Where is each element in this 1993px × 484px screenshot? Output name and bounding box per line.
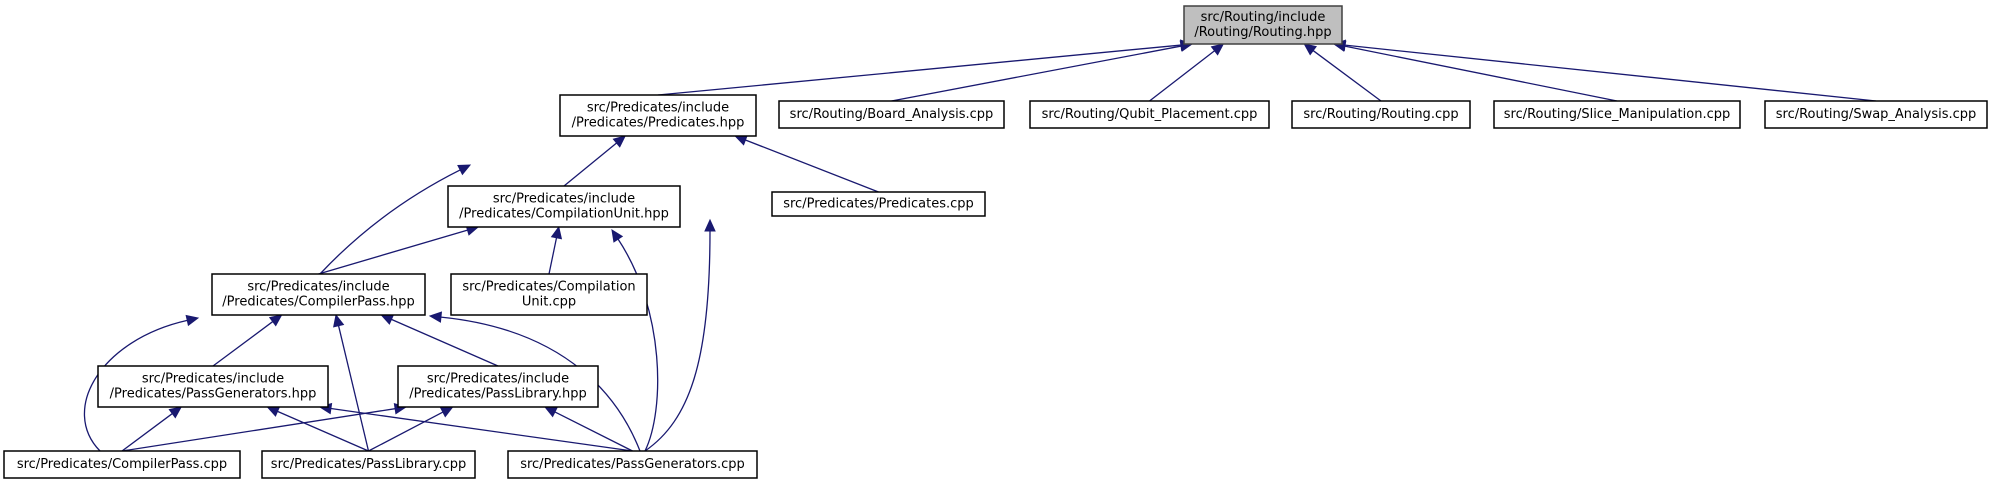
node-label: Unit.cpp xyxy=(522,295,576,310)
node-box xyxy=(559,94,757,137)
node-box xyxy=(778,100,1005,129)
arrowhead xyxy=(1210,43,1225,56)
node-predicates-hpp[interactable]: src/Predicates/include/Predicates/Predic… xyxy=(559,94,757,137)
edge-slice_manipulation_cpp-to-routing_hpp xyxy=(1344,45,1618,102)
node-swap-analysis-cpp[interactable]: src/Routing/Swap_Analysis.cpp xyxy=(1764,100,1988,129)
edge-compilerpass_cpp-to-passgenerators_hpp xyxy=(121,413,173,452)
node-passgenerators-cpp[interactable]: src/Predicates/PassGenerators.cpp xyxy=(507,450,758,479)
node-board-analysis-cpp[interactable]: src/Routing/Board_Analysis.cpp xyxy=(778,100,1005,129)
edge-compilerpass_hpp-to-predicates_hpp xyxy=(319,169,461,275)
edge-routing_cpp-to-routing_hpp xyxy=(1312,50,1382,102)
node-label: /Predicates/CompilationUnit.hpp xyxy=(459,207,669,222)
node-slice-manipulation-cpp[interactable]: src/Routing/Slice_Manipulation.cpp xyxy=(1493,100,1741,129)
arrowhead xyxy=(428,311,443,323)
dependency-edges xyxy=(83,39,1877,452)
node-label: src/Predicates/Compilation xyxy=(462,280,635,295)
node-label: src/Predicates/include xyxy=(427,372,569,387)
node-routing-hpp[interactable]: src/Routing/include/Routing/Routing.hpp xyxy=(1183,5,1343,45)
node-label: src/Routing/Slice_Manipulation.cpp xyxy=(1504,107,1731,122)
arrowhead xyxy=(611,228,624,243)
edge-compilerpass_cpp-to-passlibrary_hpp xyxy=(121,408,396,452)
node-label: src/Routing/include xyxy=(1201,10,1326,25)
arrowhead xyxy=(268,314,283,327)
node-compilerpass-hpp[interactable]: src/Predicates/include/Predicates/Compil… xyxy=(211,273,426,316)
arrowhead xyxy=(380,314,395,325)
arrowhead xyxy=(266,406,281,417)
node-box xyxy=(1029,100,1270,129)
node-box xyxy=(97,365,329,408)
node-label: /Predicates/PassGenerators.hpp xyxy=(110,387,317,402)
node-label: src/Predicates/CompilerPass.cpp xyxy=(17,457,227,472)
node-qubit-placement-cpp[interactable]: src/Routing/Qubit_Placement.cpp xyxy=(1029,100,1270,129)
arrowhead xyxy=(543,406,558,418)
edge-compilerpass_cpp-to-compilerpass_hpp xyxy=(83,319,188,452)
node-label: src/Predicates/include xyxy=(142,372,284,387)
arrowhead xyxy=(185,314,200,327)
node-box xyxy=(397,365,599,408)
node-box xyxy=(450,273,648,316)
edge-compilationunit_hpp-to-predicates_hpp xyxy=(563,142,617,187)
node-compilationunit-cpp[interactable]: src/Predicates/CompilationUnit.cpp xyxy=(450,273,648,316)
node-box xyxy=(1291,100,1471,129)
edge-swap_analysis_cpp-to-routing_hpp xyxy=(1344,44,1877,102)
node-label: src/Routing/Board_Analysis.cpp xyxy=(790,107,994,122)
edge-passgenerators_cpp-to-passlibrary_hpp xyxy=(554,411,633,452)
node-label: src/Routing/Swap_Analysis.cpp xyxy=(1776,107,1977,122)
node-label: /Predicates/Predicates.hpp xyxy=(572,116,745,131)
node-label: src/Predicates/PassGenerators.cpp xyxy=(520,457,745,472)
node-label: src/Predicates/include xyxy=(587,101,729,116)
node-label: src/Routing/Qubit_Placement.cpp xyxy=(1042,107,1258,122)
node-box xyxy=(3,450,241,479)
edge-passgenerators_cpp-to-predicates_hpp xyxy=(644,230,711,452)
node-label: /Routing/Routing.hpp xyxy=(1194,25,1331,40)
arrowhead xyxy=(168,406,183,419)
file-nodes: src/Routing/include/Routing/Routing.hpps… xyxy=(3,5,1988,479)
edge-passgenerators_cpp-to-compilationunit_hpp xyxy=(617,238,659,452)
node-compilationunit-hpp[interactable]: src/Predicates/include/Predicates/Compil… xyxy=(447,185,681,228)
node-label: /Predicates/PassLibrary.hpp xyxy=(409,387,587,402)
node-box xyxy=(261,450,476,479)
node-passlibrary-cpp[interactable]: src/Predicates/PassLibrary.cpp xyxy=(261,450,476,479)
edge-passlibrary_cpp-to-passlibrary_hpp xyxy=(368,411,444,452)
node-box xyxy=(507,450,758,479)
arrowhead xyxy=(704,218,716,232)
node-box xyxy=(1764,100,1988,129)
node-box xyxy=(1493,100,1741,129)
node-box xyxy=(211,273,426,316)
edge-passlibrary_cpp-to-passgenerators_hpp xyxy=(277,410,369,452)
arrowhead xyxy=(333,313,345,328)
node-predicates-cpp[interactable]: src/Predicates/Predicates.cpp xyxy=(771,191,986,217)
node-passlibrary-hpp[interactable]: src/Predicates/include/Predicates/PassLi… xyxy=(397,365,599,408)
edge-compilerpass_hpp-to-compilationunit_hpp xyxy=(318,229,468,275)
node-routing-cpp[interactable]: src/Routing/Routing.cpp xyxy=(1291,100,1471,129)
node-box xyxy=(447,185,681,228)
node-label: src/Predicates/Predicates.cpp xyxy=(783,197,974,212)
edge-qubit_placement_cpp-to-routing_hpp xyxy=(1149,50,1215,102)
edge-predicates_cpp-to-predicates_hpp xyxy=(745,139,879,193)
node-passgenerators-hpp[interactable]: src/Predicates/include/Predicates/PassGe… xyxy=(97,365,329,408)
node-label: src/Routing/Routing.cpp xyxy=(1303,107,1458,122)
edge-passlibrary_hpp-to-compilerpass_hpp xyxy=(391,318,499,367)
edge-compilationunit_cpp-to-compilationunit_hpp xyxy=(548,237,558,275)
edge-predicates_hpp-to-routing_hpp xyxy=(657,44,1182,96)
edge-passgenerators_cpp-to-passgenerators_hpp xyxy=(330,407,633,452)
arrowhead xyxy=(550,225,563,240)
arrowhead xyxy=(1303,43,1317,56)
node-label: src/Predicates/include xyxy=(493,192,635,207)
node-label: /Predicates/CompilerPass.hpp xyxy=(222,295,414,310)
edge-passlibrary_cpp-to-compilerpass_hpp xyxy=(337,325,370,452)
node-label: src/Predicates/PassLibrary.cpp xyxy=(271,457,466,472)
arrowhead xyxy=(457,164,472,176)
edge-passgenerators_hpp-to-compilerpass_hpp xyxy=(212,321,274,367)
node-box xyxy=(1183,5,1343,45)
node-compilerpass-cpp[interactable]: src/Predicates/CompilerPass.cpp xyxy=(3,450,241,479)
arrowhead xyxy=(439,406,454,418)
edge-board_analysis_cpp-to-routing_hpp xyxy=(891,45,1182,102)
node-label: src/Predicates/include xyxy=(247,280,389,295)
arrowhead xyxy=(612,135,627,148)
node-box xyxy=(771,191,986,217)
